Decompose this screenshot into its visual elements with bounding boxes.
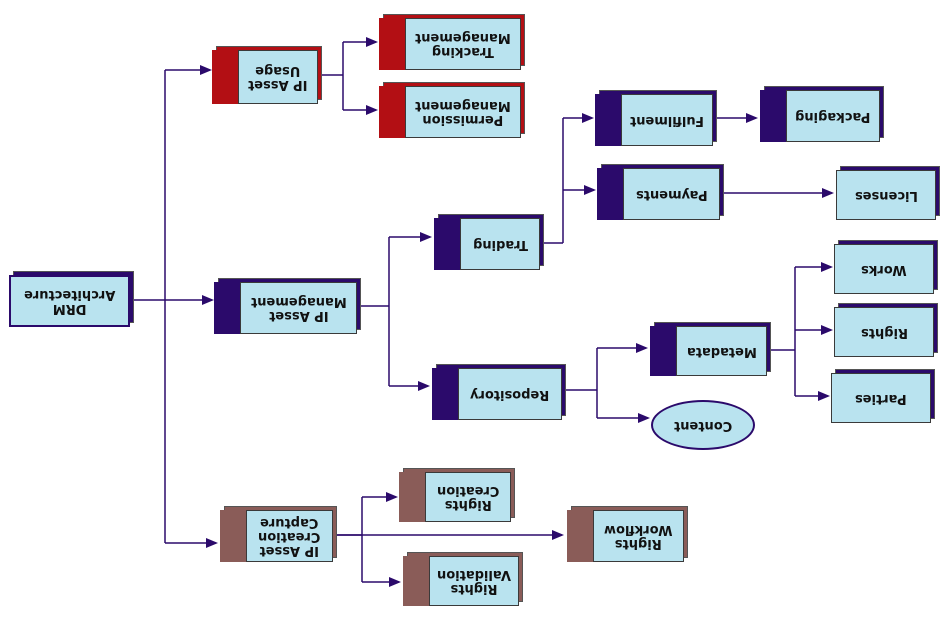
node-payments: Payments (597, 164, 724, 220)
brown-tab-icon (567, 510, 593, 562)
node-label: Fulfilment (630, 113, 704, 128)
node-label: Parties (855, 391, 907, 406)
brown-tab-icon (220, 510, 246, 562)
node-works: Works (834, 240, 938, 294)
node-parties: Parties (831, 369, 935, 423)
node-licenses: Licenses (836, 166, 940, 220)
purple-tab-icon (597, 168, 623, 220)
node-rights: Rights (834, 303, 938, 357)
brown-tab-icon (403, 556, 429, 606)
node-label: Trading (472, 237, 528, 252)
brown-tab-icon (399, 472, 425, 522)
node-label: Tracking Management (415, 30, 511, 59)
node-label: Works (861, 262, 907, 277)
node-label: Content (673, 417, 733, 433)
node-content: Content (651, 400, 755, 450)
node-packaging: Packaging (760, 86, 884, 142)
node-ip-asset-usage: IP Asset Usage (212, 46, 322, 104)
node-trading: Trading (434, 214, 544, 270)
node-label: Rights Workflow (604, 522, 673, 551)
node-label: Rights Validation (437, 567, 511, 596)
node-drm-architecture: DRM Architecture (9, 271, 134, 327)
node-fulfilment: Fulfilment (595, 90, 717, 146)
node-label: Licenses (854, 188, 918, 203)
node-ip-asset-management: IP Asset Management (214, 278, 361, 334)
node-label: Payments (635, 187, 708, 202)
node-label: IP Asset Usage (248, 63, 308, 92)
node-label: Metadata (686, 344, 757, 359)
purple-tab-icon (434, 218, 460, 270)
red-tab-icon (379, 86, 405, 138)
node-label: Permission Management (415, 98, 511, 127)
node-label: Rights (860, 325, 908, 340)
node-tracking-management: Tracking Management (379, 14, 525, 70)
node-permission-management: Permission Management (379, 82, 525, 138)
node-label: Repository (470, 387, 550, 402)
purple-tab-icon (595, 94, 621, 146)
node-rights-workflow: Rights Workflow (567, 506, 688, 562)
node-repository: Repository (432, 364, 566, 420)
node-label: IP Asset Creation Capture (258, 515, 321, 558)
node-label: Rights Creation (436, 483, 500, 512)
node-label: DRM Architecture (23, 287, 116, 316)
node-label: IP Asset Management (250, 294, 347, 323)
purple-tab-icon (650, 326, 676, 376)
node-metadata: Metadata (650, 322, 771, 376)
node-rights-creation: Rights Creation (399, 468, 515, 522)
node-ip-asset-creation-capture: IP Asset Creation Capture (220, 506, 337, 562)
node-label: Packaging (795, 109, 871, 124)
purple-tab-icon (760, 90, 786, 142)
red-tab-icon (379, 18, 405, 70)
node-rights-validation: Rights Validation (403, 552, 523, 606)
red-tab-icon (212, 50, 238, 104)
purple-tab-icon (214, 282, 240, 334)
purple-tab-icon (432, 368, 458, 420)
